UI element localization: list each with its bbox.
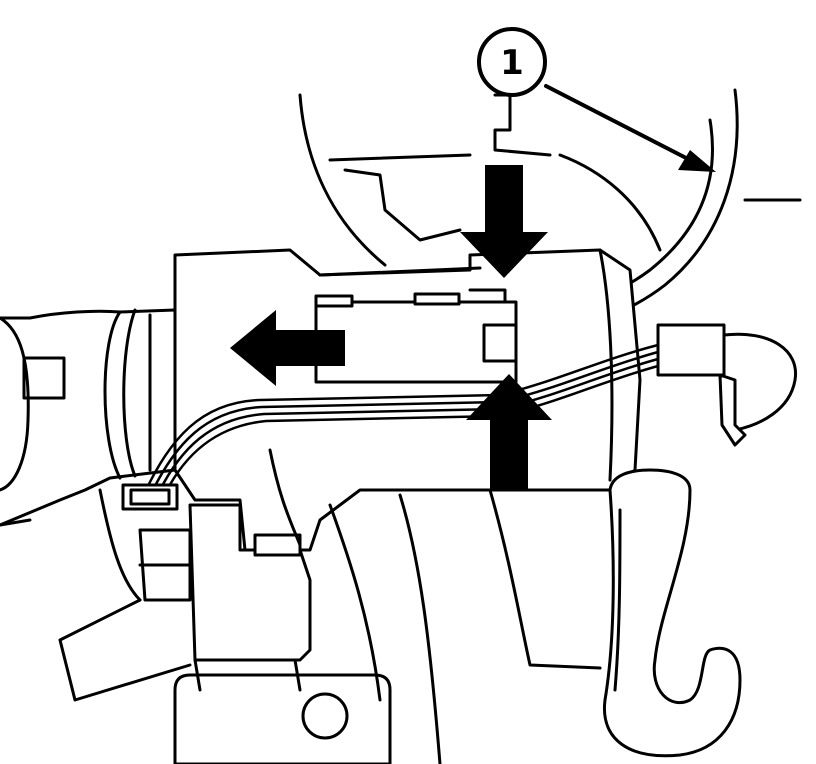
switch-housing-top-edge: [318, 266, 482, 277]
callout-leader-arrowhead: [678, 150, 716, 172]
duct-hose: [602, 468, 742, 758]
callout-leader-line: [544, 84, 692, 162]
column-bolt-hole: [301, 692, 349, 740]
lower-shroud-tab: [253, 533, 302, 557]
wheel-spoke-line: [328, 153, 662, 252]
harness-loop-wire: [722, 332, 798, 432]
wire-bundle: [143, 343, 660, 494]
lower-shroud: [188, 503, 312, 662]
module-connector-plug: [482, 323, 518, 363]
lower-column-body: [173, 673, 392, 764]
dash-curve-left: [0, 488, 142, 602]
callout-number: 1: [500, 43, 524, 83]
arrow-up-icon: [466, 374, 552, 490]
arrow-down-icon: [460, 165, 548, 278]
column-lines: [268, 448, 602, 764]
lever-knob-ring: [103, 308, 152, 480]
wire-bundle-connector-inner: [129, 488, 171, 506]
switch-housing-outline: [173, 248, 642, 552]
switch-housing-inner-edge: [598, 248, 614, 482]
module-tab-left: [314, 294, 354, 308]
module-bracket: [468, 288, 507, 304]
upper-trim-line: [343, 168, 462, 242]
lever-end-button: [22, 356, 66, 400]
callout-circle: [477, 27, 547, 97]
harness-connector: [656, 323, 726, 377]
module-tab-right: [413, 292, 461, 306]
duct-inner-line: [613, 508, 622, 692]
arrow-left-icon: [230, 310, 345, 386]
harness-clip: [718, 373, 747, 447]
lower-bracket: [138, 528, 192, 602]
upper-trim-notch: [493, 93, 552, 157]
column-support-lines: [193, 658, 302, 692]
steering-wheel-inner-arc: [298, 93, 387, 267]
dash-panel-line: [58, 598, 192, 702]
lever-tip-curve: [0, 316, 30, 492]
